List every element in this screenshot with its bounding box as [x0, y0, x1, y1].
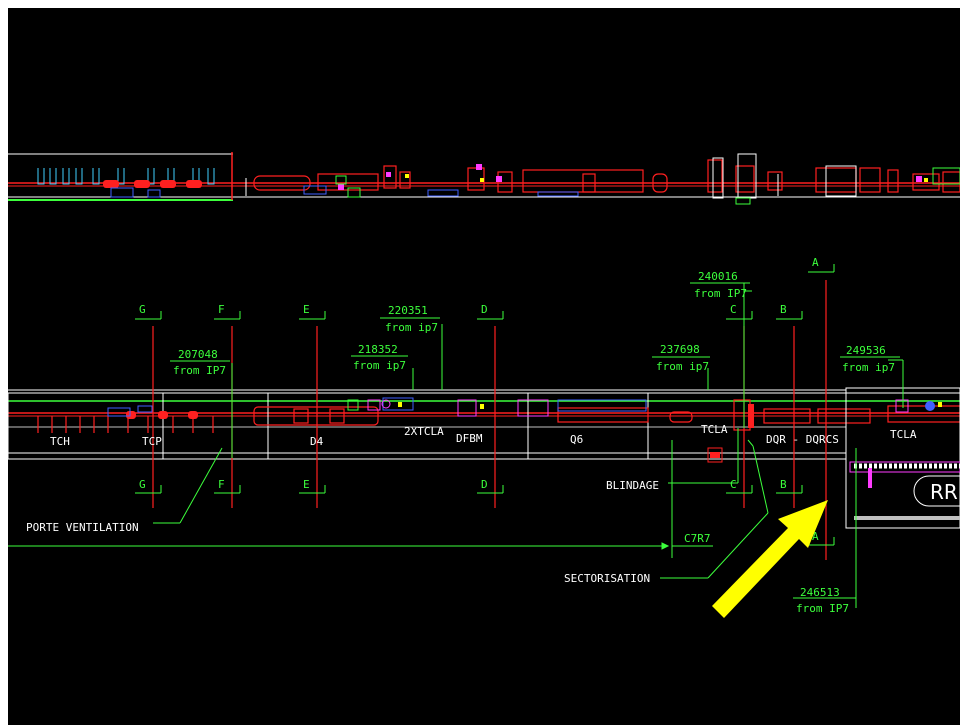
position-labels: 207048 from IP7 218352 from ip7 220351 f…: [170, 270, 900, 615]
cut-marker-f-bottom: F: [218, 478, 225, 491]
label-q6: Q6: [570, 433, 583, 446]
cut-tick-c-top: [726, 311, 753, 320]
element-labels: TCH TCP D4 2XTCLA DFBM Q6 TCLA DQR - DQR…: [50, 423, 958, 504]
annotation-porte-ventilation: PORTE VENTILATION: [26, 521, 139, 534]
pos-220351-ref: from ip7: [385, 321, 438, 334]
cut-tick-f-top: [214, 311, 241, 320]
cut-tick-f-bottom: [214, 485, 241, 494]
pos-218352-ref: from ip7: [353, 359, 406, 372]
label-tcp: TCP: [142, 435, 162, 448]
pos-240016-value: 240016: [698, 270, 738, 283]
annotation-blindage: BLINDAGE: [606, 479, 659, 492]
cut-marker-d-top: D: [481, 303, 488, 316]
label-2xtcla: 2XTCLA: [404, 425, 444, 438]
annotation-c7r7: C7R7: [684, 532, 711, 545]
cut-tick-g-top: [135, 311, 162, 320]
pos-237698-ref: from ip7: [656, 360, 709, 373]
cut-tick-d-top: [477, 311, 504, 320]
pos-207048-value: 207048: [178, 348, 218, 361]
cut-tick-e-bottom: [299, 485, 326, 494]
cut-marker-e-top: E: [303, 303, 310, 316]
cut-marker-f-top: F: [218, 303, 225, 316]
annotation-sectorisation: SECTORISATION: [564, 572, 650, 585]
cut-marker-g-top: G: [139, 303, 146, 316]
pos-249536-ref: from ip7: [842, 361, 895, 374]
dimension-lines: [8, 283, 904, 608]
cut-marker-g-bottom: G: [139, 478, 146, 491]
cut-tick-a-bottom: [808, 537, 835, 546]
pos-220351-value: 220351: [388, 304, 428, 317]
cut-marker-e-bottom: E: [303, 478, 310, 491]
label-tch: TCH: [50, 435, 70, 448]
tunnel-band: [8, 387, 960, 529]
cut-marker-b-bottom: B: [780, 478, 787, 491]
section-cut-lines: G G F F E E D D C C B B A A: [135, 256, 835, 560]
pos-246513-ref: from IP7: [796, 602, 849, 615]
label-d4: D4: [310, 435, 324, 448]
pos-207048-ref: from IP7: [173, 364, 226, 377]
cut-tick-c-bottom: [726, 485, 753, 494]
pos-249536-value: 249536: [846, 344, 886, 357]
pos-240016-ref: from IP7: [694, 287, 747, 300]
cut-marker-a-top: A: [812, 256, 819, 269]
annotations: PORTE VENTILATION BLINDAGE C7R7 SECTORIS…: [26, 479, 711, 585]
label-dfbm: DFBM: [456, 432, 483, 445]
cut-marker-c-bottom: C: [730, 478, 737, 491]
cut-tick-b-bottom: [776, 485, 803, 494]
cut-tick-e-top: [299, 311, 326, 320]
yellow-pointer-arrow-icon: [712, 500, 828, 618]
label-tcla-2: TCLA: [890, 428, 917, 441]
pos-237698-value: 237698: [660, 343, 700, 356]
cut-marker-c-top: C: [730, 303, 737, 316]
pos-246513-value: 246513: [800, 586, 840, 599]
label-dqr-dqrcs: DQR - DQRCS: [766, 433, 839, 446]
top-elevation-strip: [8, 152, 960, 205]
label-tcla-1: TCLA: [701, 423, 728, 436]
pos-218352-value: 218352: [358, 343, 398, 356]
label-rr: RR: [930, 480, 958, 504]
cut-marker-d-bottom: D: [481, 478, 488, 491]
cut-marker-a-bottom: A: [812, 530, 819, 543]
cut-tick-a-top: [808, 264, 835, 273]
cut-marker-b-top: B: [780, 303, 787, 316]
cut-tick-g-bottom: [135, 485, 162, 494]
cut-tick-b-top: [776, 311, 803, 320]
cut-tick-d-bottom: [477, 485, 504, 494]
